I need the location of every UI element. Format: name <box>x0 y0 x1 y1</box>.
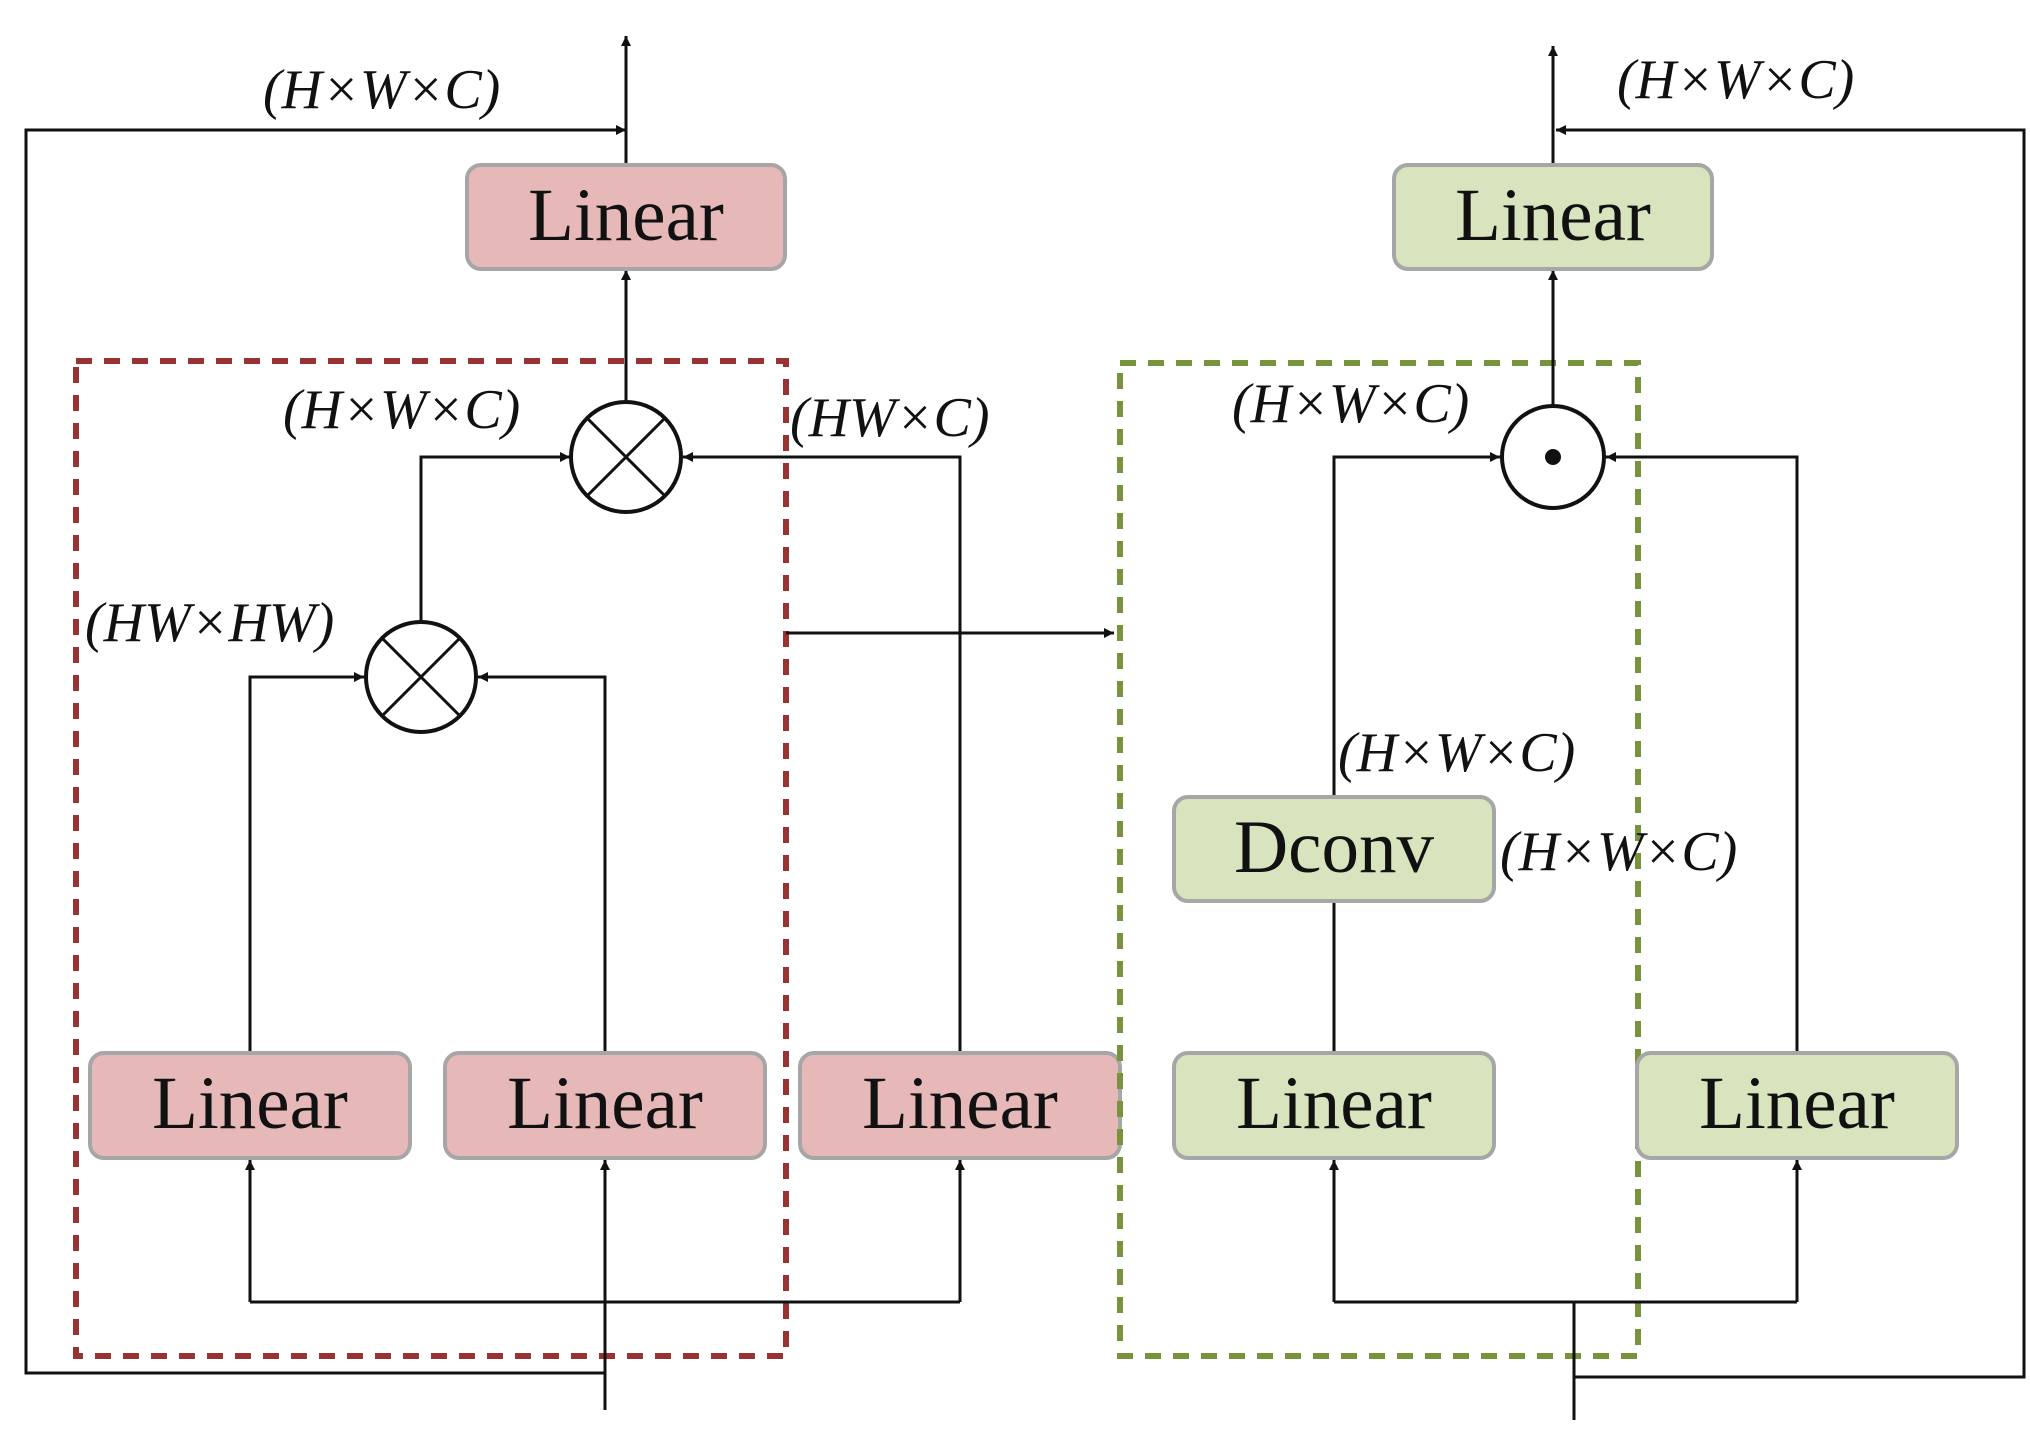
right-dconv-to-product <box>1332 452 1500 797</box>
right-dconv-box <box>1172 795 1496 903</box>
right-dashed-group <box>1117 360 1641 1359</box>
right-dim-gate: (H×W×C) <box>1500 821 1737 883</box>
left-linear2-to-mult <box>478 672 607 1053</box>
left-matmul-icon-bottom <box>364 620 478 734</box>
left-linear-label-3: Linear <box>862 1062 1058 1145</box>
left-dim-attention: (HW×HW) <box>85 592 334 654</box>
left-value-to-mult <box>683 452 962 1053</box>
right-linear-box-2 <box>1635 1051 1959 1160</box>
right-top-linear-label: Linear <box>1455 174 1651 257</box>
left-residual-edge <box>24 125 626 1375</box>
left-linear-box-1 <box>88 1051 412 1160</box>
left-linear-box-2 <box>443 1051 767 1160</box>
right-residual-edge <box>1556 125 2026 1379</box>
right-dim-dconv-output: (H×W×C) <box>1338 722 1575 784</box>
right-linear2-to-product <box>1606 452 1799 1053</box>
left-linear1-to-mult <box>248 672 364 1053</box>
right-elementwise-product-icon <box>1500 404 1606 510</box>
left-dim-mult-input: (H×W×C) <box>283 379 520 441</box>
right-linear-label-2: Linear <box>1699 1062 1895 1145</box>
left-attn-to-mult <box>419 452 570 621</box>
right-dim-mult-input: (H×W×C) <box>1232 373 1469 435</box>
left-linear-label-1: Linear <box>152 1062 348 1145</box>
right-linear-label-1: Linear <box>1236 1062 1432 1145</box>
right-top-linear-box <box>1392 163 1714 271</box>
left-top-linear-label: Linear <box>528 174 724 257</box>
left-branch: Linear Linear Linear Linear (H×W×C) (H×W… <box>24 36 1122 1410</box>
left-dashed-group <box>73 358 789 1359</box>
left-matmul-icon-top <box>569 400 683 514</box>
right-dim-output: (H×W×C) <box>1617 49 1854 111</box>
right-linear-box-1 <box>1172 1051 1496 1160</box>
left-dim-value: (HW×C) <box>790 387 990 449</box>
left-top-linear-box <box>465 163 787 271</box>
right-branch: Linear Dconv Linear Linear (H×W×C) (H×W×… <box>1117 46 2026 1420</box>
left-linear-label-2: Linear <box>507 1062 703 1145</box>
right-dconv-label: Dconv <box>1234 806 1434 889</box>
left-dim-output: (H×W×C) <box>263 59 500 121</box>
